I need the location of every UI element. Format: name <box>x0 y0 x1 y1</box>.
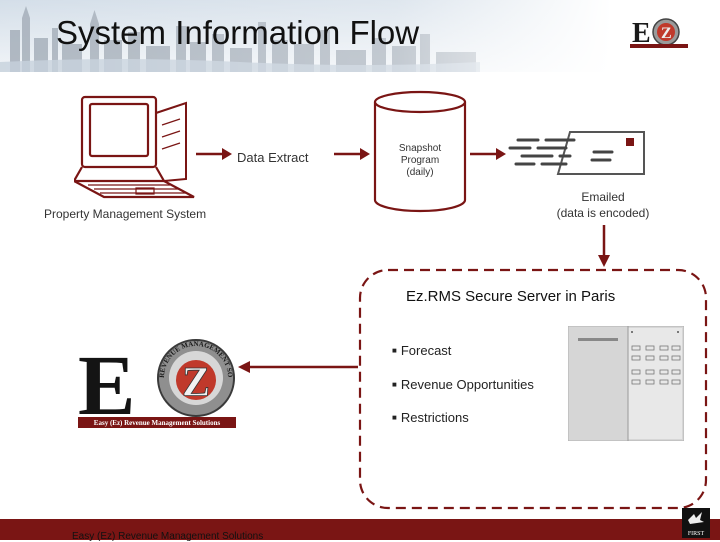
bullet-icon: ■ <box>392 346 397 355</box>
bullet-icon: ■ <box>392 413 397 422</box>
arrow-down-to-server <box>598 225 610 267</box>
footer-bar <box>0 519 720 540</box>
feature-forecast-text: Forecast <box>400 343 452 358</box>
footer-text: Easy (Ez) Revenue Management Solutions <box>72 531 264 542</box>
app-screenshot-thumbnail <box>568 326 684 441</box>
logo-tagline: Easy (Ez) Revenue Management Solutions <box>94 419 221 427</box>
svg-text:E: E <box>632 18 651 48</box>
page-title: System Information Flow <box>56 14 420 51</box>
svg-text:Z: Z <box>661 25 672 42</box>
arrow-to-email <box>470 148 506 160</box>
bullet-icon: ■ <box>392 380 397 389</box>
header-ez-logo: E Z <box>630 16 688 49</box>
email-envelope-icon <box>508 131 645 175</box>
arrow-to-ez-logo <box>238 361 358 373</box>
snapshot-label: Snapshot Program (daily) <box>372 143 468 179</box>
database-cylinder-icon <box>373 90 467 213</box>
svg-text:E: E <box>78 338 135 428</box>
emailed-label-line1: Emailed <box>581 190 625 204</box>
feature-revenue-opportunities-text: Revenue Opportunities <box>400 377 534 392</box>
svg-text:Z: Z <box>182 360 210 406</box>
snapshot-label-line2: Program <box>400 155 440 166</box>
feature-forecast: ■Forecast <box>392 343 451 358</box>
server-boundary <box>358 268 708 510</box>
corner-logo-text: FIRST <box>688 531 705 537</box>
pms-label: Property Management System <box>44 207 207 221</box>
corner-logo: FIRST <box>682 508 710 538</box>
emailed-label: Emailed (data is encoded) <box>530 189 676 221</box>
arrow-to-snapshot <box>334 148 370 160</box>
emailed-label-line2: (data is encoded) <box>556 206 650 220</box>
arrow-to-extract <box>196 148 232 160</box>
feature-restrictions: ■Restrictions <box>392 410 469 425</box>
computer-icon <box>72 93 200 201</box>
ez-logo: E Z REVENUE MANAGEMENT SOLUTIONS Easy (E… <box>78 338 236 428</box>
server-title: Ez.RMS Secure Server in Paris <box>406 288 616 305</box>
data-extract-label: Data Extract <box>237 150 309 165</box>
skyline-background <box>0 0 720 72</box>
snapshot-label-line3: (daily) <box>406 167 434 178</box>
feature-revenue-opportunities: ■Revenue Opportunities <box>392 377 534 392</box>
snapshot-label-line1: Snapshot <box>398 143 442 154</box>
header-banner <box>0 0 720 72</box>
feature-restrictions-text: Restrictions <box>400 410 469 425</box>
